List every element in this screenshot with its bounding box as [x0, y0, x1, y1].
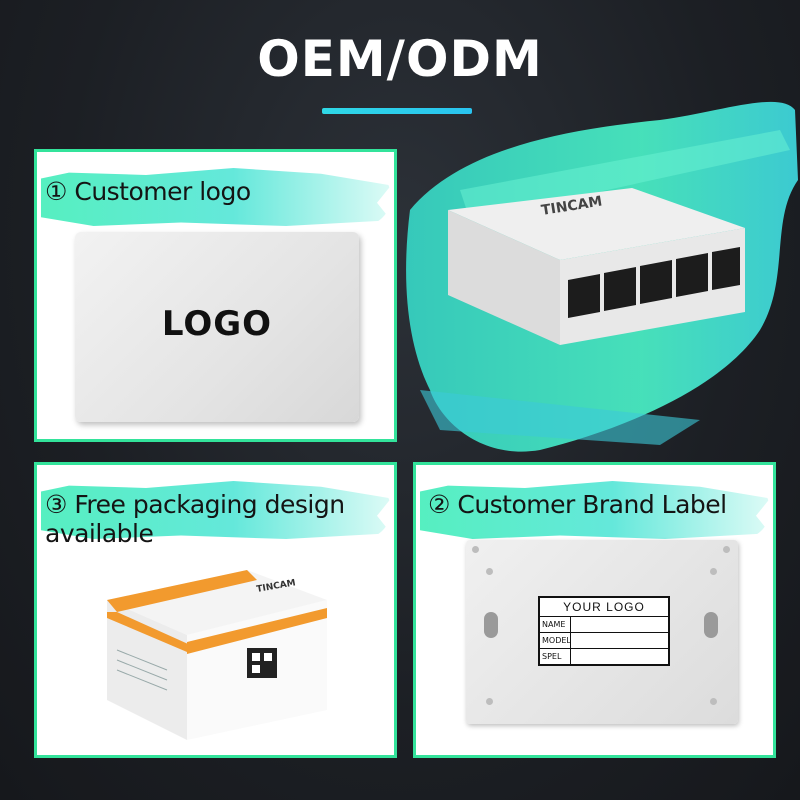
- label-card-title: YOUR LOGO: [540, 598, 668, 617]
- keyhole-icon: [484, 612, 498, 638]
- label-row-key: SPEL: [540, 649, 571, 664]
- label-brush: [41, 481, 391, 539]
- screw-icon: [710, 698, 717, 705]
- hero-switch-image: TINCAM: [400, 90, 800, 460]
- label-row-key: NAME: [540, 617, 571, 632]
- label-row: NAME: [540, 617, 668, 633]
- screw-icon: [472, 546, 479, 553]
- label-row: MODEL: [540, 633, 668, 649]
- logo-text: LOGO: [161, 304, 273, 344]
- screw-icon: [486, 698, 493, 705]
- customer-logo-label: ① Customer logo: [45, 177, 251, 206]
- screw-icon: [723, 546, 730, 553]
- keyhole-icon: [704, 612, 718, 638]
- brand-label-card: YOUR LOGO NAME MODEL SPEL: [538, 596, 670, 666]
- packaging-box-image: TINCAM: [107, 570, 327, 740]
- customer-logo-panel: ① Customer logo LOGO: [34, 149, 397, 442]
- title-underline: [322, 108, 472, 114]
- brand-label-label: ② Customer Brand Label: [428, 490, 727, 519]
- teal-brush-stroke: TINCAM: [406, 101, 798, 452]
- label-row: SPEL: [540, 649, 668, 664]
- packaging-panel: ③ Free packaging design available TINCAM: [34, 462, 397, 758]
- label-row-key: MODEL: [540, 633, 571, 648]
- brand-label-panel: ② Customer Brand Label YOUR LOGO NAME MO…: [413, 462, 776, 758]
- label-brush: [41, 168, 391, 226]
- screw-icon: [486, 568, 493, 575]
- qr-code-icon: [247, 648, 277, 678]
- screw-icon: [710, 568, 717, 575]
- logo-device-image: LOGO: [75, 232, 359, 422]
- label-plate-image: YOUR LOGO NAME MODEL SPEL: [466, 540, 738, 724]
- page-title: OEM/ODM: [257, 30, 543, 88]
- label-brush: [420, 481, 770, 539]
- packaging-label: ③ Free packaging design available: [45, 490, 345, 548]
